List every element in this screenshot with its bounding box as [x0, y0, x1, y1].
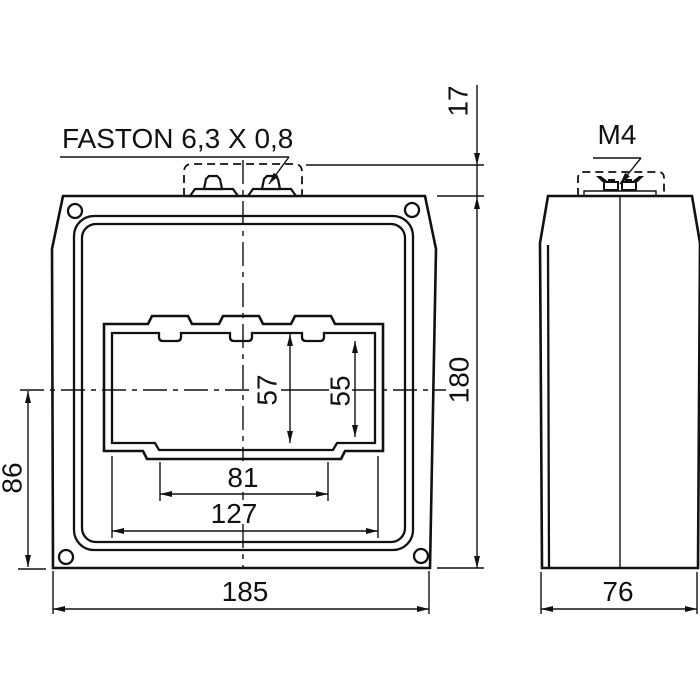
side-terminal-plate	[583, 190, 657, 196]
mounting-hole-top-left	[66, 202, 84, 220]
dimension-labels: FASTON 6,3 X 0,8 M4 17 180 86 57 55 81 1…	[0, 85, 636, 607]
front-body-outline	[50, 194, 438, 570]
dim-81-label: 81	[227, 462, 258, 493]
mounting-hole-bottom-right	[412, 547, 430, 565]
terminal-base-left	[187, 187, 241, 198]
dim-76-label: 76	[602, 576, 633, 607]
screw-head-left	[603, 181, 619, 191]
dimension-lines	[25, 85, 697, 612]
terminal-blade-right	[260, 174, 282, 191]
dim-55-label: 55	[325, 375, 356, 406]
terminal-blade-left	[202, 174, 224, 191]
side-inner-edge	[546, 244, 551, 569]
side-body-outline	[538, 194, 700, 570]
m4-label: M4	[598, 119, 637, 150]
side-view	[538, 157, 700, 570]
dim-127-label: 127	[211, 498, 258, 529]
dim-86-label: 86	[0, 462, 28, 493]
front-view	[20, 156, 446, 570]
dim-57-label: 57	[252, 374, 283, 405]
faston-terminals	[183, 163, 303, 198]
terminal-base-right	[245, 187, 299, 198]
faston-leader-arrow	[268, 156, 290, 185]
mounting-hole-bottom-left	[57, 548, 75, 566]
dim-185-label: 185	[222, 576, 269, 607]
screw-head-right	[621, 181, 637, 191]
side-terminal-dashed-outline	[577, 171, 665, 196]
mounting-hole-top-right	[403, 201, 421, 219]
m4-leader-arrow	[619, 157, 642, 185]
window-outer-contour	[102, 314, 385, 461]
faston-label: FASTON 6,3 X 0,8	[62, 123, 293, 154]
window-inner-contour	[110, 331, 377, 452]
dim-180-label: 180	[444, 357, 475, 404]
dim-17-label: 17	[443, 85, 474, 116]
terminal-dashed-outline	[183, 163, 303, 196]
